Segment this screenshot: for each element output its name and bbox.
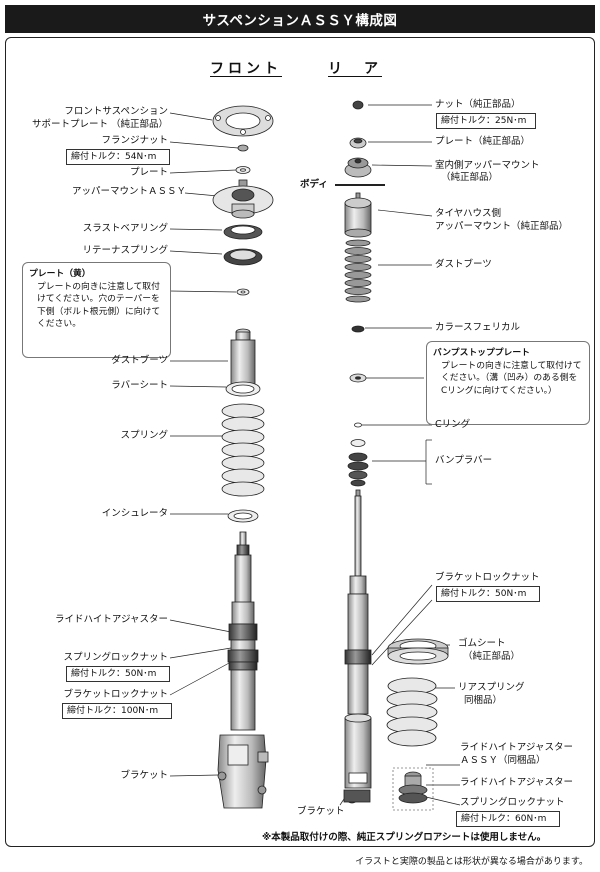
front-header: フロント xyxy=(210,61,282,77)
rear-collar-label: カラースフェリカル xyxy=(435,322,521,333)
rear-tire-mount-label-2: アッパーマウント（純正部品） xyxy=(435,221,569,232)
rear-bracket-label: ブラケット xyxy=(297,806,345,817)
front-ride-height-label: ライドハイトアジャスター xyxy=(55,614,168,625)
diagram-frame xyxy=(5,37,595,847)
rear-plate-label: プレート（純正部品） xyxy=(435,136,531,147)
rear-tire-mount-label-1: タイヤハウス側 xyxy=(435,208,502,219)
rear-bracket-lock-torque: 締付トルク：50N･m xyxy=(436,586,540,602)
rear-header: リ ア xyxy=(328,61,382,77)
front-plate-note: プレート（黄） プレートの向きに注意して取付けてください。穴のテーパーを下側（ボ… xyxy=(22,262,171,358)
front-spring-label: スプリング xyxy=(120,430,168,441)
footnote: ※本製品取付けの際、純正スプリングロアシートは使用しません。 xyxy=(262,832,547,843)
front-plate-label: プレート xyxy=(129,167,168,178)
rear-rubber-seat-label-1: ゴムシート xyxy=(458,638,506,649)
rear-inner-mount-label-2: （純正部品） xyxy=(441,172,499,183)
page-title: サスペンションＡＳＳＹ構成図 xyxy=(5,5,595,33)
front-upper-mount-label: アッパーマウントＡＳＳＹ xyxy=(71,186,186,197)
rear-c-ring-label: Cリング xyxy=(435,419,471,430)
rear-bumpstop-note: バンプストッププレート プレートの向きに注意して取付けてください。（溝（凹み）の… xyxy=(426,341,590,425)
rear-nut-label: ナット（純正部品） xyxy=(435,99,521,110)
rear-ride-height-label: ライドハイトアジャスター xyxy=(460,777,573,788)
front-support-plate-label-1: フロントサスペンション xyxy=(64,106,168,117)
rear-bump-rubber-label: バンプラバー xyxy=(435,455,493,466)
front-note-title: プレート（黄） xyxy=(29,269,91,279)
front-rubber-seat-label: ラバーシート xyxy=(111,380,168,391)
rear-spring-lock-nut-label: スプリングロックナット xyxy=(460,797,565,808)
rear-inner-mount-label-1: 室内側アッパーマウント xyxy=(435,160,540,171)
front-retainer-spring-label: リテーナスプリング xyxy=(82,245,168,256)
front-bracket-label: ブラケット xyxy=(120,770,168,781)
rear-ride-assy-label-1: ライドハイトアジャスター xyxy=(460,742,573,753)
rear-spring-label-1: リアスプリング xyxy=(458,682,525,693)
rear-note-body: プレートの向きに注意して取付けてください。（溝（凹み）のある側をCリングに向けて… xyxy=(441,360,582,396)
front-insulator-label: インシュレータ xyxy=(101,508,168,519)
front-support-plate-label-2: サポートプレート （純正部品） xyxy=(31,119,168,130)
front-note-body: プレートの向きに注意して取付けてください。穴のテーパーを下側（ボルト根元側）に向… xyxy=(37,281,161,330)
front-bracket-lock-torque: 締付トルク：100N･m xyxy=(62,703,172,719)
rear-spring-label-2: 同梱品） xyxy=(464,695,503,706)
front-flange-nut-label: フランジナット xyxy=(101,135,168,146)
rear-rubber-seat-label-2: （純正部品） xyxy=(463,651,521,662)
rear-body-label: ボディ xyxy=(300,179,328,190)
front-spring-lock-nut-label: スプリングロックナット xyxy=(63,652,168,663)
rear-note-title: バンプストッププレート xyxy=(433,348,530,358)
front-flange-torque: 締付トルク：54N･m xyxy=(66,149,170,165)
rear-bracket-lock-nut-label: ブラケットロックナット xyxy=(435,572,540,583)
rear-dust-boot-label: ダストブーツ xyxy=(435,259,492,270)
front-bracket-lock-nut-label: ブラケットロックナット xyxy=(63,689,168,700)
front-thrust-bearing-label: スラストベアリング xyxy=(82,223,168,234)
front-spring-lock-torque: 締付トルク：50N･m xyxy=(66,666,170,682)
front-dust-boot-label: ダストブーツ xyxy=(111,355,168,366)
rear-ride-assy-label-2: ＡＳＳＹ（同梱品） xyxy=(460,755,546,766)
rear-spring-lock-torque: 締付トルク：60N･m xyxy=(456,811,560,827)
disclaimer: イラストと実際の製品とは形状が異なる場合があります。 xyxy=(355,857,588,867)
rear-nut-torque: 締付トルク：25N･m xyxy=(436,113,536,129)
